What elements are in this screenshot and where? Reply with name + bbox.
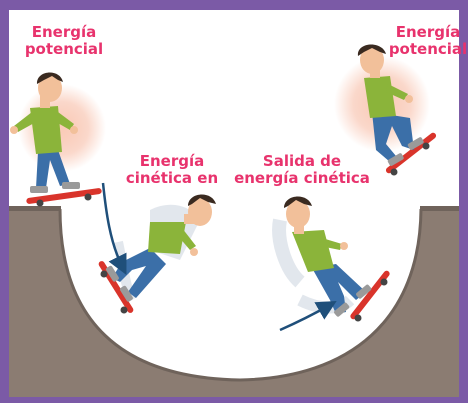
skater-middle-left [98, 194, 216, 314]
skater-hand [340, 242, 348, 250]
label-energia-cinetica-line2: cinética en [126, 169, 218, 187]
skater-arm [14, 112, 36, 132]
skater-hair [36, 72, 63, 84]
label-energia-potencial-left-line2: potencial [25, 40, 103, 58]
wheel [390, 168, 398, 176]
skater-shoe [62, 182, 80, 189]
skater-neck [40, 96, 50, 108]
skater-middle-right [272, 196, 390, 322]
skateboard [26, 188, 102, 204]
wheel [354, 314, 362, 322]
skateboard [385, 132, 437, 174]
skater-shirt [30, 106, 62, 154]
label-salida-energia-line2: energía cinética [234, 169, 370, 187]
skater-hair [284, 196, 312, 208]
label-energia-potencial-right-line1: Energía [396, 23, 461, 41]
ramp-deck-right [420, 206, 459, 211]
motion-trail [272, 218, 305, 288]
frame-right [459, 0, 468, 403]
label-energia-potencial-right-line2: potencial [389, 40, 467, 58]
skater-hair [188, 194, 216, 206]
skater-top-right [334, 44, 437, 176]
skater-neck [294, 224, 304, 234]
skater-hair [357, 44, 386, 56]
wheel [84, 193, 92, 201]
skateboard [350, 270, 390, 320]
frame-left [0, 0, 9, 403]
skater-hand [190, 248, 198, 256]
skater-shoe [30, 186, 48, 193]
skater-shoe [119, 285, 133, 302]
skater-top-left [10, 72, 106, 207]
skater-neck [184, 214, 194, 224]
skater-shirt [292, 230, 334, 272]
frame-bottom [0, 397, 468, 403]
energy-glow-icon [18, 84, 106, 172]
skater-face [38, 74, 62, 102]
halfpipe-ramp [9, 209, 459, 397]
skater-arm [320, 238, 342, 250]
skater-jeans [372, 112, 414, 162]
skater-shoe [387, 153, 404, 166]
skater-hand [405, 95, 413, 103]
skater-jeans [36, 150, 70, 188]
wheel [422, 142, 430, 150]
skater-arm [178, 228, 196, 250]
label-energia-potencial-left-line1: Energía [32, 23, 97, 41]
skater-shoe [334, 302, 350, 317]
frame-top [0, 0, 468, 10]
skater-shirt [148, 222, 186, 254]
skater-face [360, 46, 384, 74]
skater-hand [70, 126, 78, 134]
ramp-deck-left [9, 206, 61, 211]
label-energia-cinetica-line1: Energía [140, 152, 205, 170]
wheel [120, 306, 128, 314]
skater-shoe [407, 137, 424, 150]
curved-arrow-icon [279, 301, 337, 332]
curved-arrow-icon [101, 182, 127, 275]
halfpipe-ramp-edge [58, 208, 423, 382]
wheel [100, 270, 108, 278]
skater-hand [10, 126, 18, 134]
skater-arm [386, 84, 408, 100]
wheel [380, 278, 388, 286]
wheel [36, 199, 44, 207]
skater-jeans [312, 264, 366, 314]
skater-face [188, 198, 212, 226]
label-salida-energia-line1: Salida de [263, 152, 341, 170]
skater-face [286, 200, 310, 228]
skater-arm [56, 112, 74, 130]
skater-shoe [356, 284, 372, 299]
